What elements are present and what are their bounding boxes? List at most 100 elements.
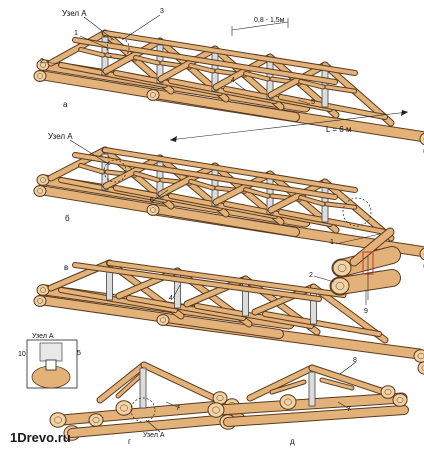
rafter-log xyxy=(158,163,218,197)
strut-log xyxy=(79,48,105,57)
variant-label-v: в xyxy=(64,263,69,272)
log-end-ring xyxy=(335,282,345,290)
rafter-log xyxy=(247,365,315,401)
span-dimension: L = 6 м xyxy=(326,125,352,134)
strut-log xyxy=(116,374,142,398)
log-end xyxy=(36,174,50,186)
part-number-8: 8 xyxy=(353,357,357,364)
part-number-2: 2 xyxy=(40,58,44,65)
purlin-log xyxy=(73,263,321,301)
log-end-ring xyxy=(212,406,220,414)
node-a-section-detail xyxy=(26,339,78,389)
rafter-log xyxy=(213,171,273,205)
rafter-log xyxy=(268,62,328,98)
log-end xyxy=(419,132,424,146)
rafter-log xyxy=(103,38,163,74)
node-a-label: Узел А xyxy=(32,333,54,340)
part-number-5: 5 xyxy=(77,350,81,357)
roof-truss-variant-a xyxy=(33,29,424,154)
leader-line xyxy=(339,361,357,375)
rafter-log xyxy=(309,365,387,395)
log-end xyxy=(417,361,424,375)
tie-beam-log xyxy=(263,312,381,336)
node-a-label: Узел А xyxy=(48,132,73,141)
log-end xyxy=(33,295,47,307)
variant-label-d: д xyxy=(290,437,295,446)
collar-log xyxy=(270,380,306,394)
log-end-ring xyxy=(216,394,224,402)
leader-line xyxy=(297,99,311,105)
leader-line xyxy=(79,35,109,49)
leader-line xyxy=(335,233,381,245)
leader-line xyxy=(43,61,61,65)
log-end xyxy=(330,277,350,295)
rafter-section xyxy=(39,342,63,362)
tie-beam-log xyxy=(195,304,313,328)
roof-truss-variant-v xyxy=(33,259,424,375)
part-number-2: 2 xyxy=(309,272,313,279)
king-post-beam xyxy=(139,367,147,409)
wall-plate-log xyxy=(36,71,299,121)
part-number-4: 4 xyxy=(231,77,235,84)
log-end-ring xyxy=(40,62,46,68)
log-end-ring xyxy=(384,388,392,396)
part-number-7: 7 xyxy=(347,406,351,413)
part-number-1: 1 xyxy=(330,239,334,246)
part-number-1: 1 xyxy=(74,30,78,37)
log-end xyxy=(392,393,408,407)
magnifier-icon xyxy=(103,159,127,183)
log-end xyxy=(146,204,160,216)
strut-log xyxy=(134,56,160,65)
strut-log xyxy=(189,64,215,73)
tie-beam-log xyxy=(279,210,387,234)
rafter-log xyxy=(213,54,273,90)
magnifier-icon xyxy=(130,397,156,423)
part-number-9: 9 xyxy=(364,308,368,315)
node-a-label: Узел А xyxy=(62,9,87,18)
rafter-log xyxy=(350,228,394,266)
log-end-ring xyxy=(120,404,128,412)
strut-log xyxy=(244,72,270,81)
ridge-log xyxy=(103,31,357,75)
log-end xyxy=(33,70,47,82)
leader-line xyxy=(172,284,181,299)
log-end-ring xyxy=(92,416,100,424)
strut-log xyxy=(299,195,325,206)
magnifier-icon xyxy=(106,36,130,60)
leader-line xyxy=(337,401,352,411)
magnifier-icon xyxy=(342,197,372,227)
log-end xyxy=(146,89,160,101)
log-end xyxy=(36,284,50,296)
rafter-log xyxy=(48,30,108,66)
log-end xyxy=(279,394,297,410)
leader-line xyxy=(121,14,161,41)
part-number-5: 5 xyxy=(311,99,315,106)
part-number-10: 10 xyxy=(18,351,26,358)
wall-log xyxy=(68,414,244,437)
tie-beam-log xyxy=(59,288,177,312)
span-dimension-line xyxy=(169,111,409,141)
log-end xyxy=(380,385,396,399)
log-end xyxy=(49,412,67,428)
log-end xyxy=(33,185,47,197)
log-end-ring xyxy=(37,298,43,304)
roof-truss-variant-d xyxy=(207,364,409,430)
ridge-log xyxy=(107,261,346,297)
strut-log xyxy=(325,85,357,93)
strut-log xyxy=(79,163,105,174)
log-end-ring xyxy=(150,207,156,213)
leader-line xyxy=(234,81,246,91)
rafter-log xyxy=(48,147,108,181)
leader-line xyxy=(153,189,169,201)
log-end-ring xyxy=(337,264,347,272)
node-a-label: Узел А xyxy=(143,432,165,439)
log-end xyxy=(207,402,225,418)
dimension-line xyxy=(231,21,289,31)
log-end xyxy=(156,314,170,326)
site-watermark: 1Drevo.ru xyxy=(10,430,71,445)
wall-plate-log xyxy=(36,186,299,236)
collar-log xyxy=(320,378,354,390)
log-joint-detail xyxy=(329,227,401,300)
wall-log xyxy=(224,406,408,426)
